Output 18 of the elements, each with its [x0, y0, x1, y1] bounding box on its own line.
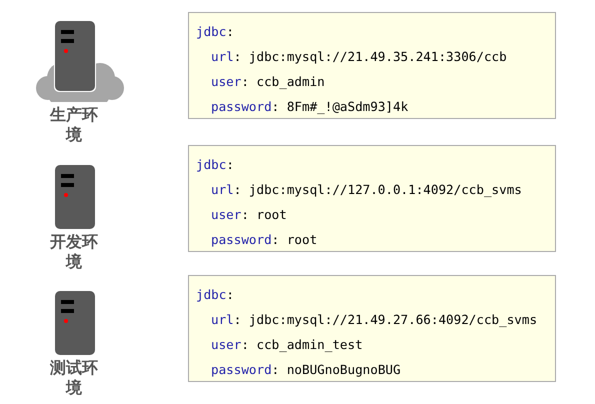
- code-line: jdbc:: [196, 24, 234, 40]
- code-line: password: 8Fm#_!@aSdm93]4k: [211, 99, 408, 115]
- environment-label: 开发环境: [49, 232, 99, 272]
- code-box: [188, 275, 556, 382]
- code-line: password: root: [211, 232, 318, 248]
- code-line: url: jdbc:mysql://21.49.35.241:3306/ccb: [211, 49, 507, 65]
- code-line: url: jdbc:mysql://21.49.27.66:4092/ccb_svms: [211, 312, 538, 328]
- environment-label: 测试环境: [49, 358, 99, 398]
- code-line: user: ccb_admin_test: [211, 337, 363, 353]
- code-line: password: noBUGnoBugnoBUG: [211, 362, 401, 378]
- code-line: jdbc:: [196, 287, 234, 303]
- code-box: [188, 145, 556, 252]
- code-line: user: root: [211, 207, 287, 223]
- environment-label: 生产环境: [48, 105, 99, 145]
- code-box: [188, 12, 556, 119]
- code-line: jdbc:: [196, 157, 234, 173]
- code-line: user: ccb_admin: [211, 74, 325, 90]
- code-line: url: jdbc:mysql://127.0.0.1:4092/ccb_svms: [211, 182, 522, 198]
